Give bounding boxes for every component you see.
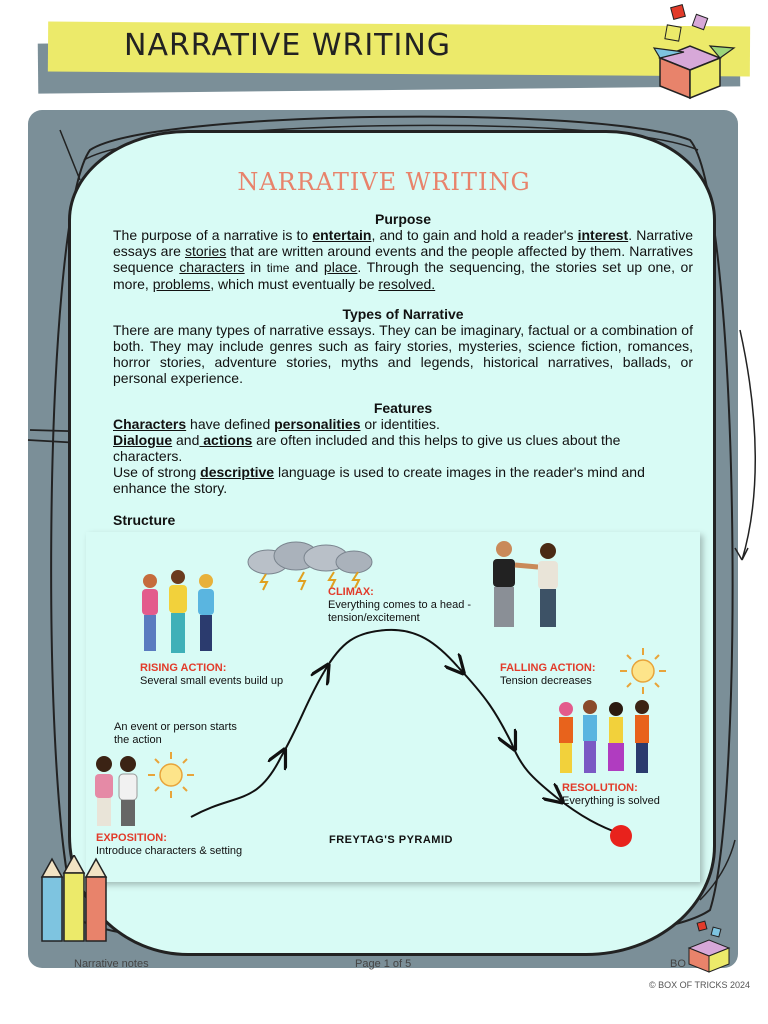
text-run: have defined — [186, 416, 275, 432]
rising-action-label: RISING ACTION: Several small events buil… — [140, 662, 283, 688]
keyword-place: place — [323, 259, 358, 275]
types-section: Types of Narrative There are many types … — [113, 306, 693, 386]
keyword-time: time — [266, 261, 290, 275]
resolution-text: Everything is solved — [562, 795, 660, 807]
exposition-text: Introduce characters & setting — [96, 845, 243, 857]
falling-text: Tension decreases — [500, 675, 592, 687]
keyword-entertain: entertain — [312, 227, 372, 243]
text-run: , which must eventually be — [210, 276, 379, 292]
cheering-group-icon — [559, 700, 649, 773]
text-run: language is used to create images in the… — [113, 464, 645, 496]
rising-title: RISING ACTION: — [140, 662, 227, 674]
plot-curve — [190, 628, 632, 847]
start-text: the action — [114, 734, 162, 746]
climax-text: tension/excitement — [328, 612, 420, 624]
text-run: . Through the sequencing, the stories se… — [113, 259, 693, 292]
feature-line-1: Characters have defined personalities or… — [113, 416, 693, 432]
purpose-paragraph: The purpose of a narrative is to enterta… — [113, 227, 693, 292]
box-logo-small-icon — [687, 920, 731, 973]
arguing-people-icon — [493, 541, 558, 627]
resolution-title: RESOLUTION: — [562, 782, 638, 794]
resolution-label: RESOLUTION: Everything is solved — [562, 782, 660, 808]
keyword-characters: characters — [179, 259, 245, 275]
climax-label: CLIMAX: Everything comes to a head - ten… — [328, 586, 471, 625]
climax-title: CLIMAX: — [328, 586, 374, 598]
start-text: An event or person starts — [114, 721, 237, 733]
types-heading: Types of Narrative — [342, 306, 464, 322]
page-title: NARRATIVE WRITING — [124, 28, 452, 63]
falling-action-label: FALLING ACTION: Tension decreases — [500, 662, 596, 688]
features-section: Features Characters have defined persona… — [113, 400, 693, 496]
page-number: Page 1 of 5 — [355, 958, 412, 970]
document-title: NARRATIVE WRITING — [237, 168, 531, 196]
text-run: that are written around events and the p… — [113, 243, 693, 275]
keyword-interest: interest — [577, 227, 629, 243]
text-run: or identities. — [360, 416, 440, 432]
purpose-section: Purpose The purpose of a narrative is to… — [113, 211, 693, 292]
climax-text: Everything comes to a head - — [328, 599, 472, 611]
keyword-descriptive: descriptive — [200, 464, 275, 480]
start-action-label: An event or person starts the action — [114, 721, 237, 747]
feature-line-3: Use of strong descriptive language is us… — [113, 464, 693, 496]
exposition-title: EXPOSITION: — [96, 832, 167, 844]
types-paragraph: There are many types of narrative essays… — [113, 322, 693, 386]
keyword-actions: actions — [199, 432, 253, 448]
people-group-icon — [142, 570, 214, 653]
footer-right: BO — [670, 958, 686, 970]
structure-heading: Structure — [113, 512, 176, 528]
freytag-diagram: CLIMAX: Everything comes to a head - ten… — [86, 532, 700, 882]
falling-title: FALLING ACTION: — [500, 662, 596, 674]
keyword-stories: stories — [185, 243, 227, 259]
feature-line-2: Dialogue and actions are often included … — [113, 432, 693, 464]
keyword-problems: problems — [152, 276, 211, 292]
box-logo-icon — [652, 4, 736, 100]
text-run: are often included and this helps to giv… — [113, 432, 621, 464]
purpose-heading: Purpose — [374, 211, 431, 227]
keyword-personalities: personalities — [274, 416, 361, 432]
text-run: Use of strong — [113, 464, 201, 480]
keyword-resolved: resolved. — [378, 276, 436, 292]
text-run: and — [172, 432, 200, 448]
sun-icon — [148, 752, 194, 798]
end-dot — [610, 825, 632, 847]
pencils-icon — [40, 855, 108, 942]
diagram-caption: FREYTAG'S PYRAMID — [329, 834, 453, 846]
exposition-label: EXPOSITION: Introduce characters & setti… — [96, 832, 242, 858]
sun-icon — [620, 648, 666, 694]
text-run: The purpose of a narrative is to — [113, 227, 313, 243]
keyword-characters-bold: Characters — [113, 416, 187, 432]
text-run: , and to gain and hold a reader's — [371, 227, 578, 243]
rising-text: Several small events build up — [140, 675, 284, 687]
footer-left: Narrative notes — [74, 958, 149, 970]
copyright: © BOX OF TRICKS 2024 — [649, 980, 750, 990]
storm-cloud-icon — [247, 541, 373, 591]
couple-icon — [95, 756, 138, 826]
features-heading: Features — [373, 400, 433, 416]
keyword-dialogue: Dialogue — [113, 432, 173, 448]
text-run: . Narrative essays are — [113, 227, 693, 259]
text-run: in — [244, 259, 267, 275]
text-run: and — [289, 259, 324, 275]
